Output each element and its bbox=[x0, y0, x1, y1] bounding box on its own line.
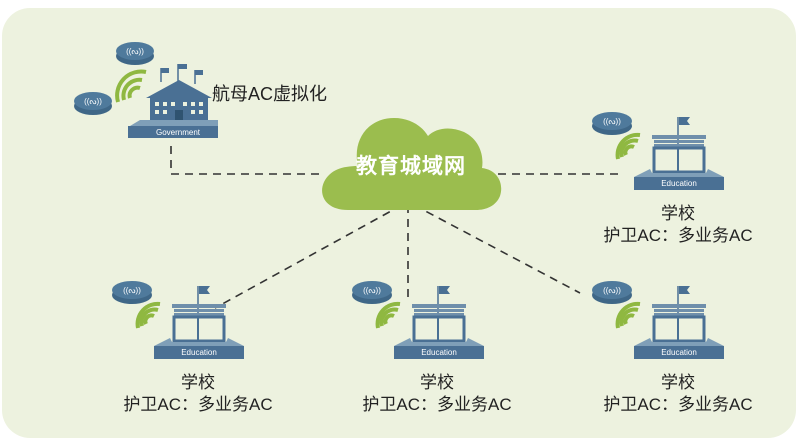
school-caption: 学校 护卫AC：多业务AC bbox=[357, 372, 517, 416]
school-node: ((ᔓ)) Education bbox=[578, 274, 724, 374]
wifi-signal-icon bbox=[615, 301, 641, 329]
svg-text:((ᔓ)): ((ᔓ)) bbox=[84, 97, 102, 106]
school-caption: 学校 护卫AC：多业务AC bbox=[598, 203, 758, 247]
cloud-label: 教育城域网 bbox=[356, 154, 466, 178]
school-node: ((ᔓ)) Education bbox=[338, 274, 484, 374]
school-building-icon bbox=[154, 286, 244, 359]
government-node: ((ᔓ)) ((ᔓ)) bbox=[68, 36, 218, 146]
cloud-icon bbox=[322, 118, 502, 210]
svg-text:((ᔓ)): ((ᔓ)) bbox=[603, 286, 621, 295]
school-building-icon bbox=[634, 286, 724, 359]
access-point-icon: ((ᔓ)) bbox=[592, 281, 632, 304]
school-building-icon bbox=[394, 286, 484, 359]
school-name: 学校 bbox=[661, 373, 695, 392]
school-name: 学校 bbox=[181, 373, 215, 392]
access-point-icon: ((ᔓ)) bbox=[592, 112, 632, 135]
school-name: 学校 bbox=[661, 204, 695, 223]
wifi-signal-icon bbox=[115, 69, 147, 103]
government-building-icon bbox=[128, 64, 218, 138]
wifi-signal-icon bbox=[615, 132, 641, 160]
school-name: 学校 bbox=[420, 373, 454, 392]
svg-text:((ᔓ)): ((ᔓ)) bbox=[363, 286, 381, 295]
school-ac-label: 护卫AC：多业务AC bbox=[603, 395, 753, 414]
svg-text:((ᔓ)): ((ᔓ)) bbox=[126, 47, 144, 56]
school-ac-label: 护卫AC：多业务AC bbox=[123, 395, 273, 414]
school-ac-label: 护卫AC：多业务AC bbox=[603, 226, 753, 245]
wifi-signal-icon bbox=[375, 301, 401, 329]
school-caption: 学校 护卫AC：多业务AC bbox=[118, 372, 278, 416]
svg-text:((ᔓ)): ((ᔓ)) bbox=[123, 286, 141, 295]
access-point-icon: ((ᔓ)) bbox=[74, 92, 112, 115]
school-building-icon bbox=[634, 117, 724, 190]
building-tag: Education bbox=[661, 179, 697, 188]
building-tag: Education bbox=[421, 348, 457, 357]
link-government-cloud bbox=[170, 146, 325, 175]
access-point-icon: ((ᔓ)) bbox=[352, 281, 392, 304]
building-tag: Education bbox=[181, 348, 217, 357]
link-cloud-school-bottom-left bbox=[214, 204, 403, 309]
school-node: ((ᔓ)) Education bbox=[578, 105, 724, 205]
svg-text:((ᔓ)): ((ᔓ)) bbox=[603, 117, 621, 126]
school-ac-label: 护卫AC：多业务AC bbox=[362, 395, 512, 414]
link-cloud-school-bottom-right bbox=[413, 204, 581, 294]
building-tag: Education bbox=[661, 348, 697, 357]
access-point-icon: ((ᔓ)) bbox=[116, 42, 154, 65]
access-point-icon: ((ᔓ)) bbox=[112, 281, 152, 304]
wifi-signal-icon bbox=[135, 301, 161, 329]
government-label: 航母AC虚拟化 bbox=[212, 84, 328, 104]
building-tag: Government bbox=[155, 128, 201, 137]
school-caption: 学校 护卫AC：多业务AC bbox=[598, 372, 758, 416]
school-node: ((ᔓ)) Education bbox=[98, 274, 244, 374]
